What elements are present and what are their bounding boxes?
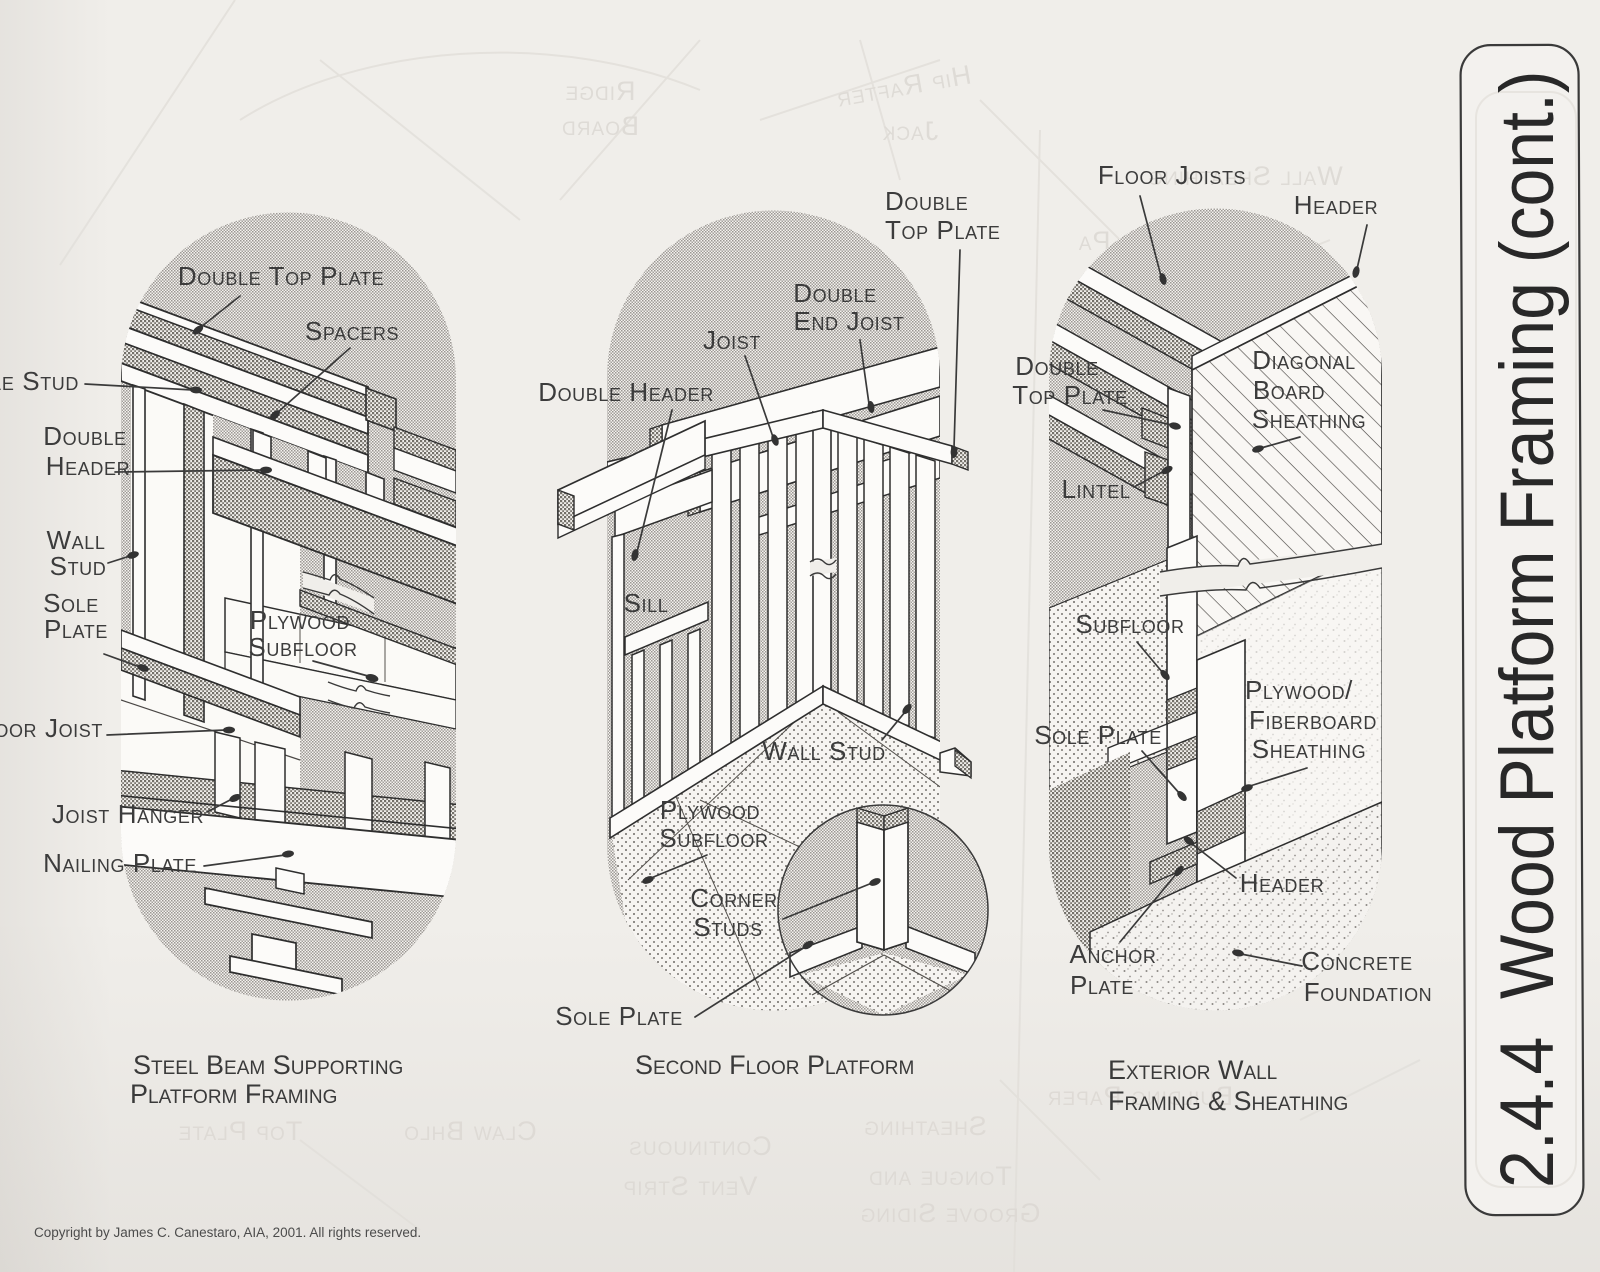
svg-text:Double Top Plate: Double Top Plate xyxy=(178,261,384,291)
svg-text:Double: Double xyxy=(793,278,876,308)
svg-text:Groove Siding: Groove Siding xyxy=(860,1198,1041,1228)
svg-text:Building Paper: Building Paper xyxy=(1047,1081,1233,1111)
svg-text:Diagonal: Diagonal xyxy=(1252,345,1356,375)
svg-text:Ridge: Ridge xyxy=(565,76,636,106)
svg-text:Sole Plate: Sole Plate xyxy=(1034,720,1162,750)
svg-text:Board: Board xyxy=(561,111,639,141)
svg-text:Sill: Sill xyxy=(624,588,669,618)
svg-text:Top Plate: Top Plate xyxy=(178,1116,303,1146)
svg-text:Stud: Stud xyxy=(50,551,107,581)
svg-text:Framing & Sheathing: Framing & Sheathing xyxy=(1108,1086,1348,1116)
svg-text:Vent Strip: Vent Strip xyxy=(623,1171,758,1201)
svg-text:Steel Beam Supporting: Steel Beam Supporting xyxy=(133,1050,403,1080)
svg-text:Fiberboard: Fiberboard xyxy=(1249,705,1377,735)
svg-text:Second Floor Platform: Second Floor Platform xyxy=(635,1050,914,1080)
svg-text:Sheathing: Sheathing xyxy=(1252,734,1366,764)
svg-text:Foundation: Foundation xyxy=(1304,977,1433,1007)
svg-text:Header: Header xyxy=(46,451,130,481)
svg-text:Anchor: Anchor xyxy=(1070,939,1157,969)
svg-text:Nailing Plate: Nailing Plate xyxy=(43,848,197,878)
svg-text:Top Plate: Top Plate xyxy=(1012,380,1128,410)
svg-text:Spacers: Spacers xyxy=(305,316,399,346)
svg-text:Corner: Corner xyxy=(690,883,777,913)
svg-text:oor Joist: oor Joist xyxy=(0,713,103,743)
svg-text:Double Header: Double Header xyxy=(538,377,714,407)
svg-text:Double: Double xyxy=(885,186,968,216)
svg-text:End Joist: End Joist xyxy=(794,306,905,336)
svg-text:Plate: Plate xyxy=(44,614,108,644)
svg-text:Plate: Plate xyxy=(1070,970,1134,1000)
svg-text:Wall Sheathing: Wall Sheathing xyxy=(1147,161,1343,191)
svg-text:Double: Double xyxy=(43,421,126,451)
svg-text:Subfloor: Subfloor xyxy=(659,823,768,853)
svg-text:Sole Plate: Sole Plate xyxy=(555,1001,683,1031)
svg-text:Board: Board xyxy=(1253,375,1325,405)
svg-text:Exterior Wall: Exterior Wall xyxy=(1108,1055,1277,1085)
svg-text:Claw Bhlo: Claw Bhlo xyxy=(403,1116,537,1146)
svg-text:Tongue and: Tongue and xyxy=(868,1161,1012,1191)
svg-text:Joist: Joist xyxy=(703,325,761,355)
svg-text:Wall: Wall xyxy=(47,525,106,555)
svg-text:Top Plate: Top Plate xyxy=(885,215,1001,245)
svg-text:ouble Stud: ouble Stud xyxy=(0,366,79,396)
svg-text:Plywood/: Plywood/ xyxy=(1245,675,1353,705)
svg-text:Copyright by James C. Canestar: Copyright by James C. Canestaro, AIA, 20… xyxy=(34,1225,421,1240)
svg-text:Sheathing: Sheathing xyxy=(1252,404,1366,434)
svg-text:Floor Joists: Floor Joists xyxy=(1098,160,1246,190)
svg-text:Platform Framing: Platform Framing xyxy=(130,1079,337,1109)
svg-text:Header: Header xyxy=(1240,868,1324,898)
svg-text:Jack: Jack xyxy=(882,116,939,146)
svg-text:Studs: Studs xyxy=(693,912,762,942)
svg-text:Subfloor: Subfloor xyxy=(248,632,357,662)
svg-text:Sheathing: Sheathing xyxy=(863,1111,987,1141)
svg-text:Continuous: Continuous xyxy=(628,1131,772,1161)
svg-text:Lintel: Lintel xyxy=(1061,474,1130,504)
svg-text:Concrete: Concrete xyxy=(1301,946,1413,976)
svg-text:Subfloor: Subfloor xyxy=(1075,609,1184,639)
svg-text:Header: Header xyxy=(1294,190,1378,220)
svg-text:Double: Double xyxy=(1015,351,1098,381)
svg-text:Plywood: Plywood xyxy=(660,795,760,825)
svg-text:Plywood: Plywood xyxy=(250,605,350,635)
svg-text:Sole: Sole xyxy=(43,588,99,618)
svg-text:Joist Hanger: Joist Hanger xyxy=(52,799,204,829)
svg-text:2.4.4 Wood Platform Framing (: 2.4.4 Wood Platform Framing (cont.) xyxy=(1486,70,1570,1188)
svg-text:Wall Stud: Wall Stud xyxy=(762,736,886,766)
